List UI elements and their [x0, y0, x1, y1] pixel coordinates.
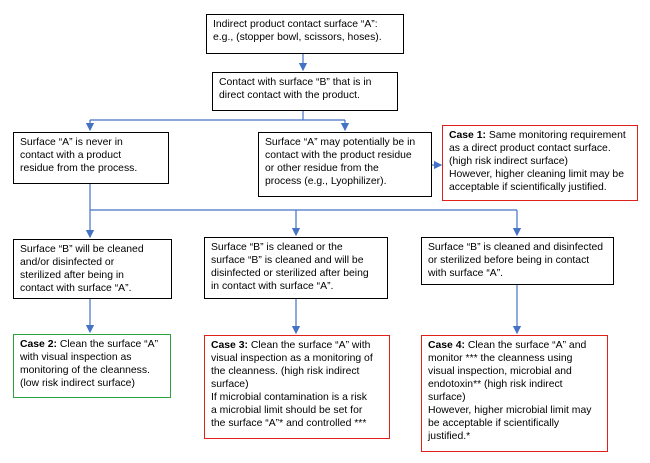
- node-text: Surface “A” is never in: [20, 137, 123, 148]
- node-indirect-surface-a: Indirect product contact surface “A”: e.…: [206, 14, 404, 54]
- node-text: Same monitoring requirement: [485, 130, 626, 141]
- node-text: justified.*: [428, 431, 471, 442]
- node-text: direct contact with the product.: [219, 90, 360, 101]
- node-text: surface): [428, 392, 466, 403]
- node-text: with visual inspection as: [20, 352, 132, 363]
- node-text: the surface “A”* and controlled ***: [211, 418, 367, 429]
- node-text: (low risk indirect surface): [20, 378, 135, 389]
- node-b-cleaned-after: Surface “B” will be cleaned and/or disin…: [13, 239, 172, 299]
- node-text: surface): [211, 379, 249, 390]
- node-text: Surface “B” is cleaned and disinfected: [428, 242, 604, 253]
- node-text: residue from the process.: [20, 163, 138, 174]
- node-text: acceptable if scientifically justified.: [449, 182, 607, 193]
- node-text: with surface “A”.: [428, 268, 504, 279]
- node-text: Clean the surface “A” with: [247, 340, 371, 351]
- node-text: e.g., (stopper bowl, scissors, hoses).: [213, 32, 382, 43]
- node-text: disinfected or sterilized after being: [211, 268, 369, 279]
- node-text: process (e.g., Lyophilizer).: [265, 176, 387, 187]
- node-text: Surface “B” will be cleaned: [20, 244, 144, 255]
- node-text: Contact with surface “B” that is in: [219, 77, 372, 88]
- node-b-cleaned-before: Surface “B” is cleaned and disinfected o…: [421, 237, 614, 285]
- node-text: Surface “B” is cleaned or the: [211, 242, 343, 253]
- node-b-cleaned-or: Surface “B” is cleaned or the surface “B…: [204, 237, 388, 299]
- node-case-2: Case 2: Clean the surface “A” with visua…: [13, 334, 171, 398]
- node-text: Indirect product contact surface “A”:: [213, 19, 378, 30]
- node-contact-surface-b: Contact with surface “B” that is in dire…: [212, 72, 398, 111]
- node-text: sterilized after being in: [20, 270, 124, 281]
- node-never-contact: Surface “A” is never in contact with a p…: [13, 132, 169, 184]
- node-text: or other residue from the: [265, 163, 379, 174]
- node-text: the cleanness. (high risk indirect: [211, 366, 360, 377]
- case-label: Case 3:: [211, 340, 248, 351]
- node-text: Clean the surface “A” and: [464, 340, 587, 351]
- case-label: Case 2:: [20, 339, 57, 350]
- node-text: or sterilized before being in contact: [428, 255, 590, 266]
- node-text: (high risk indirect surface): [449, 156, 568, 167]
- node-text: contact with a product: [20, 150, 122, 161]
- node-text: If microbial contamination is a risk: [211, 392, 367, 403]
- node-text: contact with surface “A”.: [20, 283, 132, 294]
- node-text: visual inspection as a monitoring of: [211, 353, 373, 364]
- node-text: monitoring of the cleanness.: [20, 365, 150, 376]
- node-text: monitor *** the cleanness using: [428, 353, 573, 364]
- node-case-3: Case 3: Clean the surface “A” with visua…: [204, 335, 390, 439]
- node-text: contact with the product residue: [265, 150, 412, 161]
- node-case-1: Case 1: Same monitoring requirement as a…: [442, 125, 638, 201]
- node-text: However, higher microbial limit may: [428, 405, 592, 416]
- node-text: However, higher cleaning limit may be: [449, 169, 624, 180]
- node-text: Case 4: Clean the surface “A” and: [428, 339, 601, 352]
- node-may-contact: Surface “A” may potentially be in contac…: [258, 132, 432, 197]
- node-text: and/or disinfected or: [20, 257, 115, 268]
- node-text: a microbial limit should be set for: [211, 405, 363, 416]
- node-text: be acceptable if scientifically: [428, 418, 560, 429]
- node-text: endotoxin** (high risk indirect: [428, 379, 563, 390]
- node-text: visual inspection, microbial and: [428, 366, 572, 377]
- node-text: Case 1: Same monitoring requirement: [449, 129, 631, 142]
- case-label: Case 1:: [449, 130, 486, 141]
- node-text: in contact with surface “A”.: [211, 281, 334, 292]
- node-case-4: Case 4: Clean the surface “A” and monito…: [421, 335, 608, 452]
- node-text: Case 3: Clean the surface “A” with: [211, 339, 383, 352]
- case-label: Case 4:: [428, 340, 465, 351]
- node-text: Clean the surface “A”: [56, 339, 159, 350]
- node-text: Surface “A” may potentially be in: [265, 137, 416, 148]
- node-text: as a direct product contact surface.: [449, 143, 611, 154]
- node-text: surface “B” is cleaned and will be: [211, 255, 364, 266]
- node-text: Case 2: Clean the surface “A”: [20, 338, 164, 351]
